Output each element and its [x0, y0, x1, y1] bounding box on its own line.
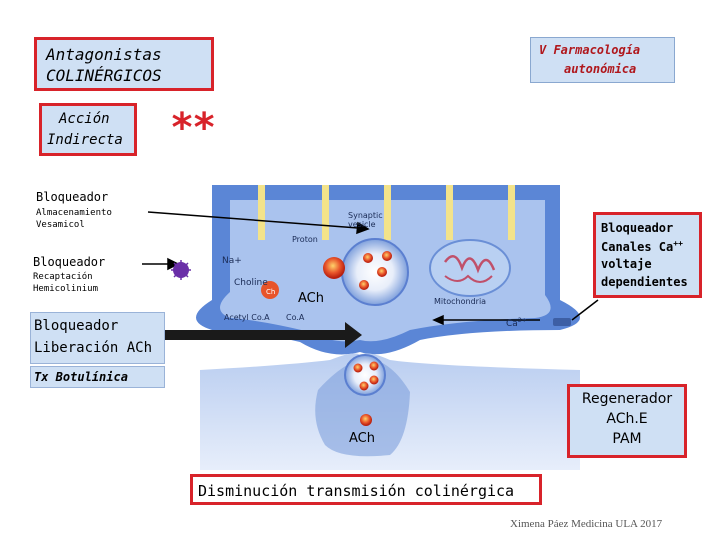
- mitochondrion-cristae: [443, 255, 496, 274]
- label-synaptic: Synaptic: [348, 211, 383, 220]
- section-box: V Farmacología autonómica: [530, 37, 675, 83]
- reuptake-heading: Bloqueador: [33, 255, 106, 269]
- conclusion-box: Disminución transmisión colinérgica: [190, 474, 542, 505]
- ach-molecule: [369, 375, 379, 385]
- storage-heading: Bloqueador: [36, 190, 109, 204]
- channel-line-3: voltaje: [601, 257, 652, 271]
- ach-molecule: [359, 280, 369, 290]
- section-line-1: V Farmacología: [539, 43, 641, 57]
- ach-molecule: [363, 253, 373, 263]
- label-mitochondria: Mitochondria: [434, 297, 486, 306]
- action-line-2: Indirecta: [47, 132, 123, 148]
- section-line-2: autonómica: [564, 62, 637, 76]
- regenerator-line-3: PAM: [612, 431, 642, 447]
- release-line-2: Liberación ACh: [34, 340, 153, 356]
- regenerator-line-2: ACh.E: [606, 411, 648, 427]
- calcium-channel: [553, 318, 571, 326]
- toxin-graphic: [171, 260, 191, 280]
- ach-molecule: [359, 381, 369, 391]
- label-vesicle: vesicle: [348, 220, 376, 229]
- ach-molecule: [377, 267, 387, 277]
- credit-text: Ximena Páez Medicina ULA 2017: [510, 518, 663, 530]
- postsynaptic-cleft: [315, 358, 410, 457]
- label-choline: Choline: [234, 278, 268, 288]
- arrows: [142, 211, 599, 326]
- channel-line-2: Canales Ca++: [601, 239, 683, 254]
- regenerator-box: Regenerador ACh.E PAM: [567, 384, 687, 458]
- release-line-1: Bloqueador: [34, 318, 119, 334]
- label-proton: Proton: [292, 235, 318, 244]
- botulinum-arrow: [165, 322, 362, 348]
- label-acetyl-coa: Acetyl Co.A: [224, 313, 270, 322]
- storage-line-1: Almacenamiento: [36, 208, 112, 218]
- label-coa: Co.A: [286, 313, 305, 322]
- title-line-2: COLINÉRGICOS: [46, 66, 162, 85]
- release-blocker-box: Bloqueador Liberación ACh: [30, 312, 165, 364]
- action-box: Acción Indirecta: [39, 103, 137, 156]
- conclusion-text: Disminución transmisión colinérgica: [198, 482, 515, 500]
- regenerator-line-1: Regenerador: [581, 391, 673, 407]
- synaptic-vesicle: [341, 238, 409, 306]
- title-line-1: Antagonistas: [46, 45, 162, 64]
- label-na: Na+: [222, 256, 242, 266]
- channel-blocker-box: Bloqueador Canales Ca++ voltaje dependie…: [593, 212, 702, 298]
- label-ach-vesicle: ACh: [298, 291, 324, 306]
- botulinum-label: Tx Botulínica: [34, 370, 128, 384]
- channel-line-4: dependientes: [601, 275, 688, 289]
- title-box: Antagonistas COLINÉRGICOS: [34, 37, 214, 91]
- reuptake-line-2: Hemicolinium: [33, 284, 99, 294]
- storage-line-2: Vesamicol: [36, 220, 85, 230]
- ach-molecule: [382, 251, 392, 261]
- action-line-1: Acción: [59, 111, 110, 127]
- ach-molecule: [369, 361, 379, 371]
- microtubules: [258, 185, 515, 240]
- cleft-ach: [360, 414, 372, 426]
- ach-molecule: [353, 363, 363, 373]
- emphasis-stars: **: [170, 105, 216, 151]
- botulinum-box: Tx Botulínica: [30, 366, 165, 388]
- label-ca: Ca2+: [506, 317, 527, 329]
- label-ch-marker: Ch: [266, 288, 275, 296]
- channel-line-1: Bloqueador: [601, 221, 674, 235]
- choline-uptake: [261, 281, 279, 299]
- reuptake-line-1: Recaptación: [33, 272, 93, 282]
- label-ach-cleft: ACh: [349, 431, 375, 446]
- proton-transporter: [323, 257, 345, 279]
- mitochondrion: [429, 239, 511, 297]
